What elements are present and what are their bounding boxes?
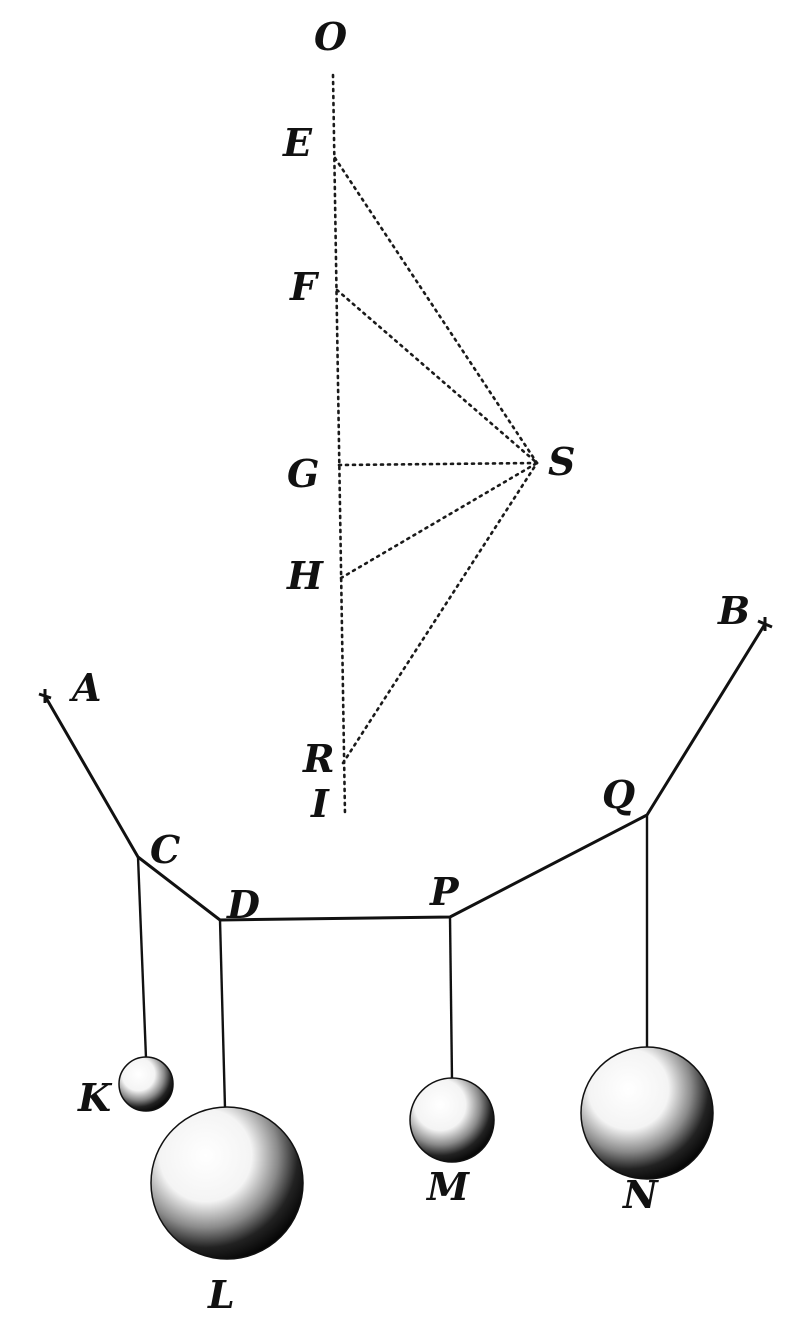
ball-l [150,1106,304,1260]
label-g: G [287,451,319,496]
label-m: M [425,1164,470,1209]
string-p-m [448,916,454,1081]
cord-polygon [38,617,773,922]
ray-r-s [341,461,539,765]
label-e: E [282,120,313,165]
label-n: N [622,1172,659,1217]
weights [118,1046,714,1260]
label-f: F [289,264,320,309]
label-c: C [150,827,180,872]
ray-f-s [335,288,539,465]
ball-k [118,1056,174,1112]
label-a: A [69,665,101,710]
label-o: O [314,14,347,59]
ball-m [409,1077,495,1163]
ray-g-s [337,461,539,467]
label-d: D [226,882,260,927]
string-d-l [218,919,227,1109]
vertical-line-o-i [331,73,347,817]
label-p: P [429,869,460,914]
label-b: B [717,588,750,633]
label-h: H [286,553,324,598]
label-s: S [548,439,575,484]
label-r: R [302,736,335,781]
ray-e-s [333,156,539,465]
labels: O E F G H S R I A B C D P Q K L M N [69,14,750,1317]
ray-h-s [339,461,539,580]
force-diagram [331,73,539,817]
cord [43,623,767,922]
hanging-strings [136,815,649,1109]
label-k: K [77,1075,113,1120]
label-i: I [310,781,330,826]
label-q: Q [602,772,635,817]
label-l: L [207,1272,235,1317]
string-c-k [136,856,148,1059]
ball-n [580,1046,714,1180]
